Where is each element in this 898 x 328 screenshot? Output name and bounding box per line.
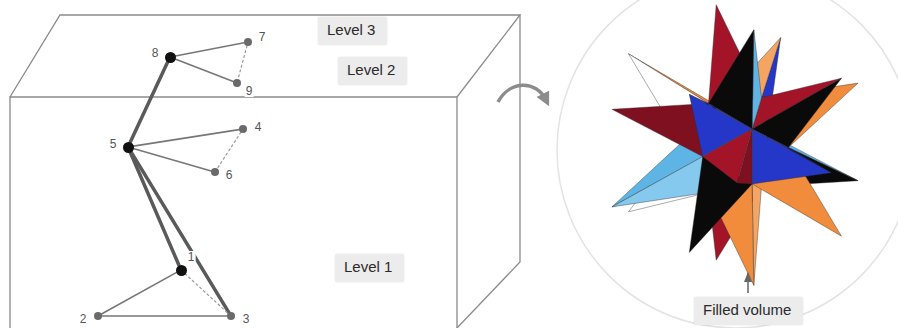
point-number: 7: [258, 31, 267, 43]
figure-caption-box: Filled volume: [694, 297, 803, 325]
point-number: 3: [242, 313, 251, 325]
point-dot: 4: [239, 125, 247, 133]
point-number: 9: [245, 85, 254, 97]
point-dot: 6: [211, 168, 219, 176]
point-number: 8: [151, 47, 160, 59]
cube-outline: [10, 15, 520, 328]
level-label: Level 2: [338, 57, 407, 85]
point-number: 4: [254, 121, 263, 133]
connector-line: [175, 59, 233, 82]
connector-line: [130, 62, 167, 142]
point-number: 6: [225, 169, 234, 181]
leader-arrow: [747, 273, 749, 293]
polyhedron-facet: [612, 157, 709, 207]
connector-line: [133, 130, 239, 147]
point-dot: 1: [176, 265, 187, 276]
point-number: 2: [79, 313, 88, 325]
connector-line: [175, 43, 244, 56]
label-text: Level 1: [344, 258, 392, 276]
faint-circle: [557, 0, 898, 328]
label-text: Level 3: [327, 21, 375, 39]
connector-line: [101, 273, 176, 314]
point-dot: 3: [227, 312, 235, 320]
polyhedron-facet: [703, 129, 752, 183]
point-dot: 2: [94, 312, 102, 320]
transform-arrow: [498, 85, 546, 102]
point-number: 5: [109, 138, 118, 150]
point-dot: 9: [233, 79, 241, 87]
connector-line: [185, 274, 228, 314]
cube-front-face: [10, 97, 457, 328]
point-dot: 5: [123, 142, 134, 153]
connector-line: [217, 132, 241, 168]
level-label: Level 1: [335, 254, 404, 282]
connector-line: [238, 46, 247, 79]
label-text: Level 2: [347, 61, 395, 79]
polyhedron-facet: [752, 129, 831, 184]
cube-right-face: [457, 15, 520, 328]
connector-line: [102, 315, 227, 317]
connector-line: [130, 152, 179, 265]
point-dot: 8: [165, 52, 176, 63]
point-number: 1: [187, 251, 196, 263]
stellated-polyhedron: [612, 5, 858, 286]
level-label: Level 3: [318, 17, 387, 45]
cube-top-face: [10, 15, 520, 97]
connector-line: [133, 149, 211, 171]
connector-line: [131, 152, 229, 313]
point-dot: 7: [244, 38, 252, 46]
label-text: Filled volume: [703, 301, 791, 319]
